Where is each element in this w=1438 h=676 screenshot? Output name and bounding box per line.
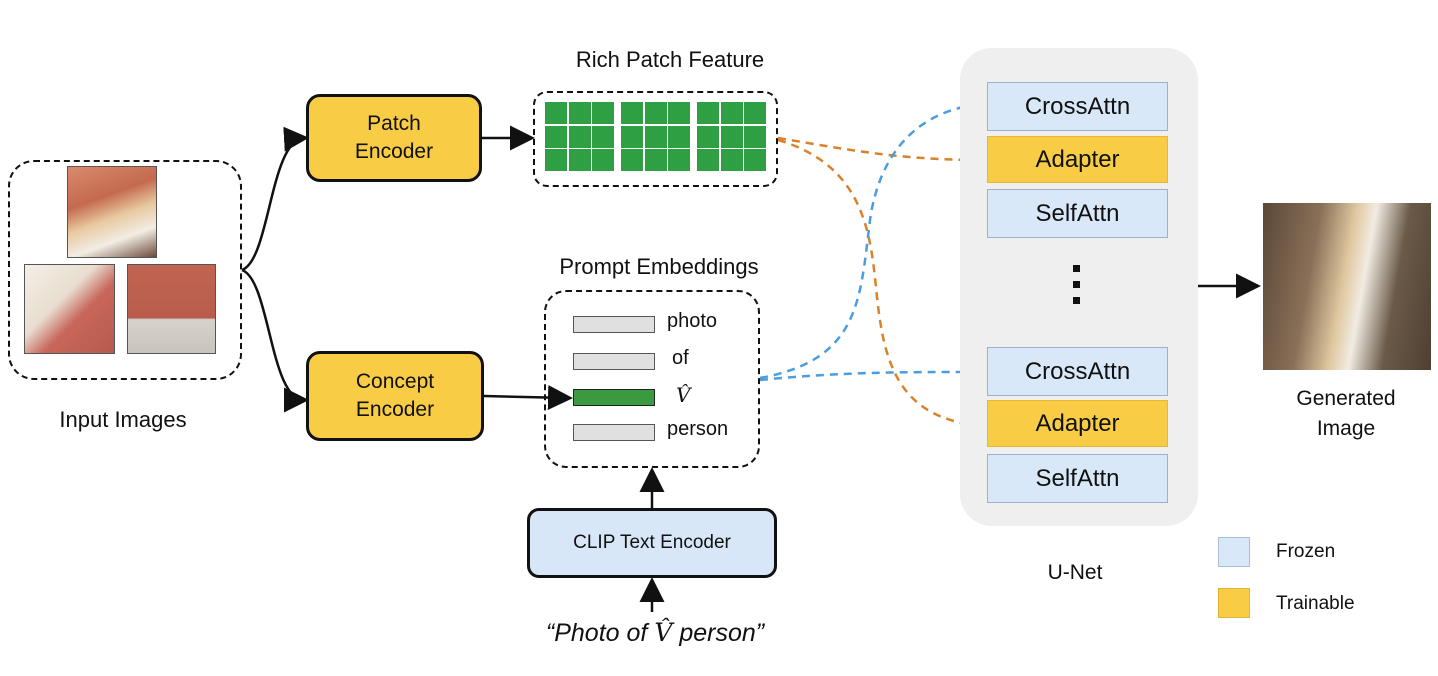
patch-cell xyxy=(720,125,743,148)
input-images-group xyxy=(8,160,242,380)
text-prompt: “Photo of V̂ person” xyxy=(500,618,810,648)
patch-cell xyxy=(697,125,719,148)
patch-cell xyxy=(697,149,719,172)
unet-crossattn-top-label: CrossAttn xyxy=(1024,92,1131,120)
patch-cell xyxy=(744,102,767,124)
legend-frozen-label: Frozen xyxy=(1276,541,1336,562)
token-embedding-bar xyxy=(573,424,655,441)
orange-arrow-to-adapter-bottom xyxy=(777,138,987,437)
unet-selfattn-top: SelfAttn xyxy=(987,189,1168,238)
patch-encoder-label: Patch Encoder xyxy=(354,112,434,163)
patch-cell xyxy=(545,102,567,124)
patch-cell xyxy=(720,149,743,172)
arrow-input-to-patch xyxy=(241,126,309,272)
rich-patch-feature-label: Rich Patch Feature xyxy=(575,47,765,72)
text-prompt-prefix: “Photo of xyxy=(545,619,655,647)
unet-label: U-Net xyxy=(1047,561,1103,584)
token-word: photo xyxy=(667,310,718,332)
unet-selfattn-bottom: SelfAttn xyxy=(987,454,1168,503)
unet-adapter-bottom-label: Adapter xyxy=(1035,409,1120,437)
token-embedding-bar xyxy=(573,389,655,406)
unet-ellipsis-dot-3 xyxy=(1073,297,1080,304)
arrow-input-to-concept xyxy=(241,268,309,413)
input-photo-standing-right xyxy=(127,264,216,354)
patch-encoder-box: Patch Encoder xyxy=(306,94,482,182)
patch-cell xyxy=(621,125,643,148)
unet-ellipsis-dot-1 xyxy=(1073,265,1080,272)
legend-trainable-label: Trainable xyxy=(1276,593,1355,614)
patch-cell xyxy=(744,149,767,172)
patch-cell xyxy=(668,125,691,148)
patch-cell xyxy=(697,102,719,124)
arrow-concept-to-token xyxy=(483,385,573,411)
patch-cell xyxy=(568,149,591,172)
patch-cell xyxy=(644,102,667,124)
generated-image xyxy=(1263,203,1431,370)
patch-grid-3 xyxy=(697,102,767,172)
unet-crossattn-top: CrossAttn xyxy=(987,82,1168,131)
blue-arrow-to-crossattn-top xyxy=(759,93,987,380)
token-word: of xyxy=(672,347,689,369)
text-prompt-symbol: V̂ xyxy=(654,618,673,647)
patch-grid-2 xyxy=(621,102,691,172)
clip-text-encoder-label: CLIP Text Encoder xyxy=(573,532,731,553)
patch-grid-1 xyxy=(545,102,615,172)
generated-image-label-text: Generated Image xyxy=(1296,387,1396,440)
patch-cell xyxy=(720,102,743,124)
unet-ellipsis-dot-2 xyxy=(1073,281,1080,288)
input-photo-portrait xyxy=(67,166,157,258)
clip-text-encoder-box: CLIP Text Encoder xyxy=(527,508,777,578)
patch-cell xyxy=(568,125,591,148)
token-word: person xyxy=(667,418,729,440)
patch-cell xyxy=(644,149,667,172)
patch-cell xyxy=(545,125,567,148)
generated-image-label: Generated Image xyxy=(1262,384,1430,444)
unet-crossattn-bottom: CrossAttn xyxy=(987,347,1168,396)
token-embedding-bar xyxy=(573,353,655,370)
concept-encoder-label: Concept Encoder xyxy=(355,370,435,421)
unet-adapter-top-label: Adapter xyxy=(1035,145,1120,173)
unet-selfattn-bottom-label: SelfAttn xyxy=(1035,464,1120,492)
blue-arrow-to-crossattn-bottom xyxy=(759,359,987,385)
input-images-label: Input Images xyxy=(59,407,187,432)
patch-cell xyxy=(644,125,667,148)
legend-frozen-swatch xyxy=(1218,537,1250,567)
prompt-embeddings-label: Prompt Embeddings xyxy=(559,254,759,279)
token-word: V̂ xyxy=(676,383,691,407)
unet-adapter-top: Adapter xyxy=(987,136,1168,183)
patch-cell xyxy=(592,102,615,124)
patch-cell xyxy=(568,102,591,124)
patch-cell xyxy=(592,125,615,148)
orange-arrow-to-adapter-top xyxy=(777,136,987,173)
unet-adapter-bottom: Adapter xyxy=(987,400,1168,447)
patch-cell xyxy=(744,125,767,148)
unet-crossattn-bottom-label: CrossAttn xyxy=(1024,357,1131,385)
input-photo-standing-left xyxy=(24,264,115,354)
patch-cell xyxy=(621,102,643,124)
unet-selfattn-top-label: SelfAttn xyxy=(1035,199,1120,227)
patch-cell xyxy=(668,102,691,124)
concept-encoder-box: Concept Encoder xyxy=(306,351,484,441)
legend-trainable-swatch xyxy=(1218,588,1250,618)
patch-cell xyxy=(545,149,567,172)
rich-patch-feature-box xyxy=(533,91,778,187)
text-prompt-suffix: person” xyxy=(672,619,765,647)
prompt-embeddings-box xyxy=(544,290,760,468)
patch-cell xyxy=(621,149,643,172)
patch-cell xyxy=(592,149,615,172)
patch-cell xyxy=(668,149,691,172)
token-embedding-bar xyxy=(573,316,655,333)
